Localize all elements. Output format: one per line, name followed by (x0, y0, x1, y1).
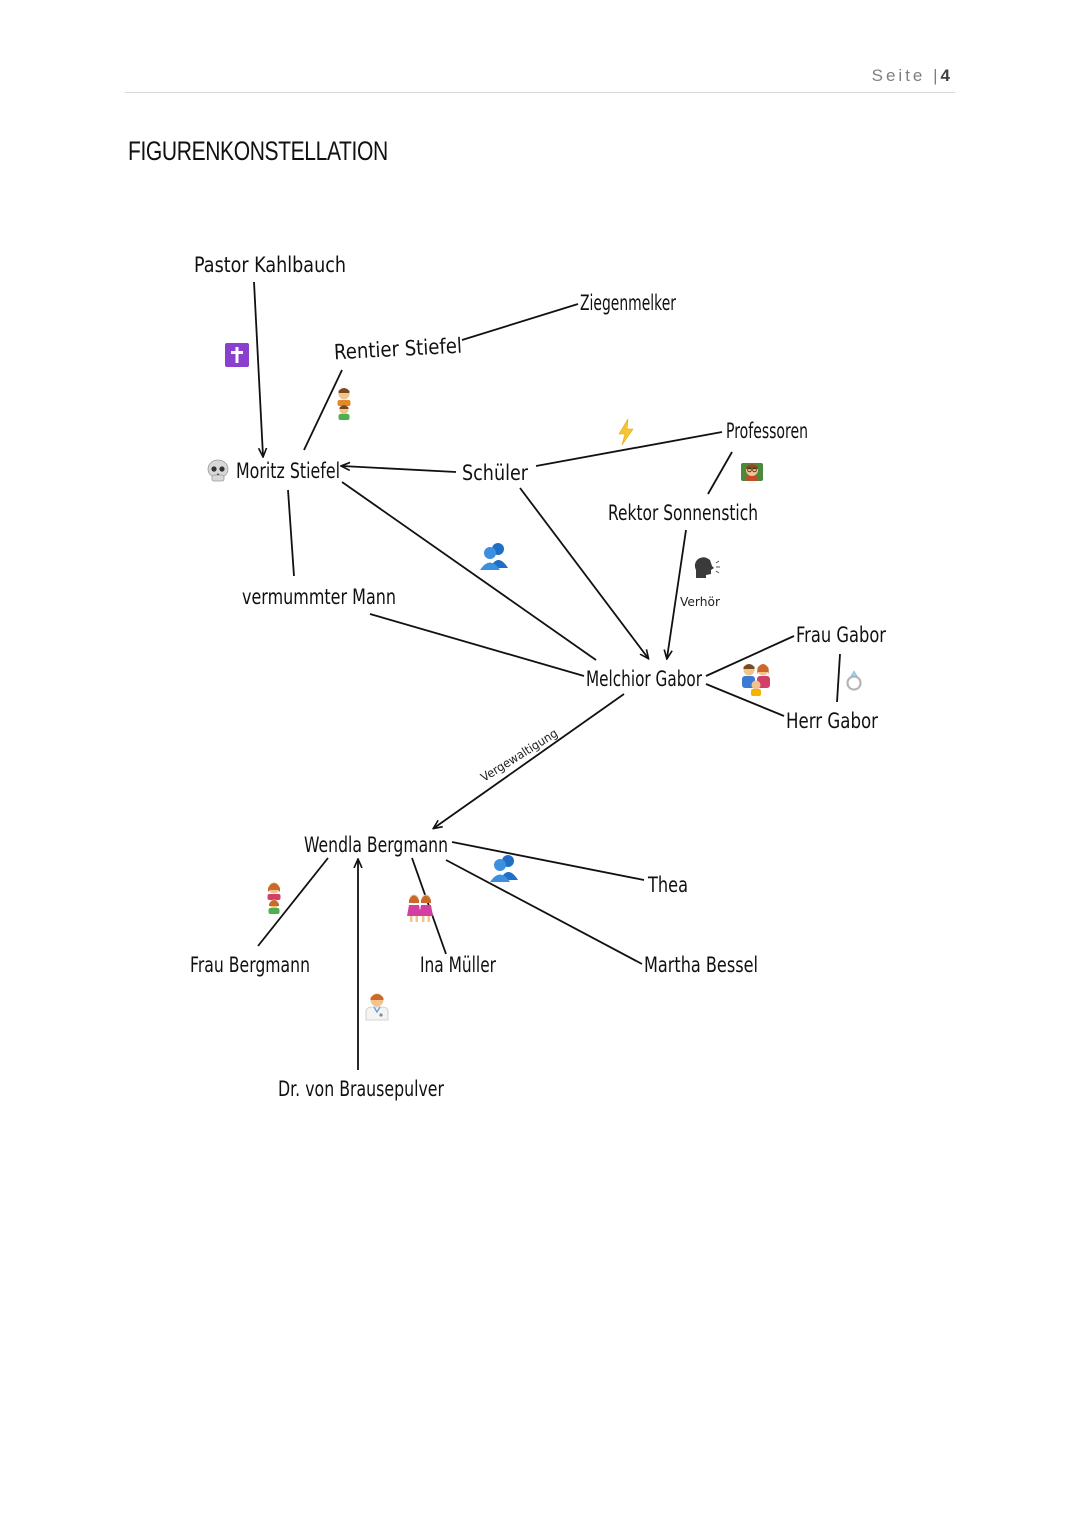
edge-schueler-melchior (519, 487, 648, 658)
teacher-icon (741, 463, 763, 481)
edge-fraugabor-herrgabor (836, 653, 841, 703)
edge-label-verhoer: Verhör (680, 595, 720, 609)
node-moritz-stiefel: Moritz Stiefel (236, 459, 340, 483)
edge-label-vergewaltigung: Vergewaltigung (478, 726, 560, 785)
edge-schueler-professoren (535, 431, 723, 467)
edge-moritz-vermummter (287, 489, 295, 577)
edge-moritz-melchior (341, 481, 597, 661)
edge-schueler-moritz (342, 466, 457, 473)
edge-melchior-wendla (434, 693, 625, 828)
node-rektor-sonnenstich: Rektor Sonnenstich (608, 501, 758, 525)
node-herr-gabor: Herr Gabor (786, 709, 878, 733)
edge-rentier-moritz (303, 369, 343, 451)
edge-vermummter-melchior (369, 613, 585, 677)
node-martha-bessel: Martha Bessel (644, 953, 758, 977)
edge-rentier-ziegenmelker (461, 303, 579, 341)
node-dr-von-brausepulver: Dr. von Brausepulver (278, 1077, 444, 1101)
friends-silhouette-icon (480, 543, 508, 570)
node-rentier-stiefel: Rentier Stiefel (333, 334, 462, 365)
skull-icon (207, 459, 229, 482)
page-number: Seite |4 (871, 66, 953, 85)
edge-wendla-martha (445, 859, 643, 965)
edge-wendla-fraubergmann (257, 857, 329, 947)
edge-professoren-sonnenstich (707, 451, 733, 495)
family-icon (742, 664, 770, 696)
node-professoren: Professoren (726, 419, 808, 443)
edge-melchior-herrgabor (705, 683, 785, 717)
two-girls-icon (407, 894, 433, 922)
speaking-head-icon (694, 557, 720, 578)
node-schueler: Schüler (462, 461, 528, 485)
node-frau-bergmann: Frau Bergmann (190, 953, 310, 977)
edge-wendla-thea (451, 841, 645, 881)
father-son-icon (337, 388, 351, 420)
node-wendla-bergmann: Wendla Bergmann (304, 833, 448, 857)
lightning-icon (618, 418, 634, 446)
page-header: Seite |4 (125, 60, 955, 93)
edge-sonnenstich-melchior (667, 529, 687, 658)
edge-melchior-fraugabor (705, 635, 795, 677)
node-ziegenmelker: Ziegenmelker (580, 291, 676, 315)
doctor-icon (365, 993, 389, 1021)
node-ina-mueller: Ina Müller (420, 953, 496, 977)
mother-daughter-icon (267, 882, 281, 914)
edge-kahlbauch-moritz (253, 281, 263, 456)
page-title: FIGURENKONSTELLATION (128, 136, 388, 166)
node-frau-gabor: Frau Gabor (796, 623, 886, 647)
node-melchior-gabor: Melchior Gabor (586, 667, 702, 691)
friends-silhouette-icon (490, 855, 518, 882)
ring-icon (846, 670, 862, 691)
cross-icon (225, 343, 249, 367)
node-vermummter-mann: vermummter Mann (242, 585, 396, 609)
node-thea: Thea (647, 873, 688, 897)
node-pastor-kahlbauch: Pastor Kahlbauch (194, 253, 346, 277)
